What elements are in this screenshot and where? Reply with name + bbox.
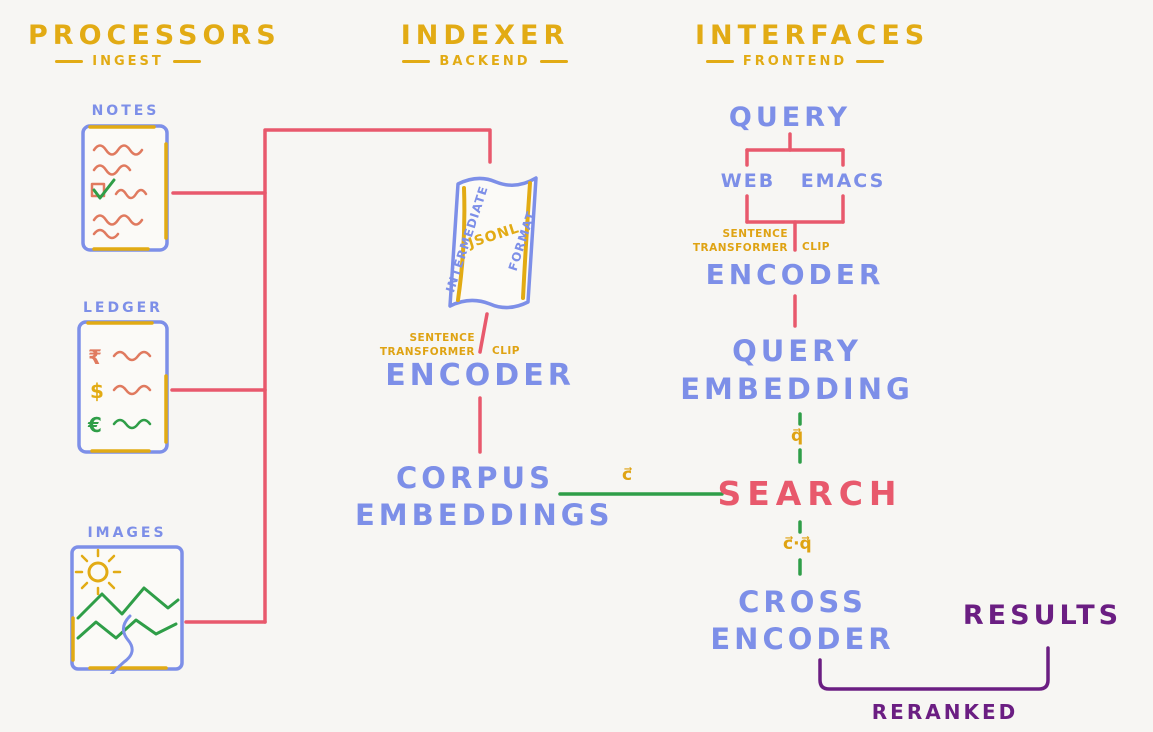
indexer-subtitle: BACKEND (385, 54, 585, 69)
corpus-embeddings-label: CORPUS EMBEDDINGS (355, 460, 609, 534)
cross-encoder-label: CROSS ENCODER (695, 584, 910, 658)
indexer-encoder-model-label: SENTENCE TRANSFORMER (360, 332, 475, 359)
emacs-client-label: EMACS (800, 170, 886, 192)
query-embedding-line2: EMBEDDING (680, 372, 914, 406)
interfaces-encoder-label: ENCODER (705, 258, 885, 291)
rupee-symbol: ₹ (88, 345, 102, 369)
indexer-encoder-label: ENCODER (385, 358, 575, 393)
web-client-label: WEB (720, 170, 776, 192)
cross-encoder-line1: CROSS (738, 585, 867, 619)
indexer-clip-label: CLIP (492, 345, 520, 357)
query-embedding-line1: QUERY (732, 334, 862, 368)
interfaces-model-line1: SENTENCE (722, 228, 788, 240)
query-embedding-label: QUERY EMBEDDING (672, 332, 922, 408)
trunk-to-scroll-arrow (263, 128, 492, 624)
notes-icon (81, 124, 169, 252)
euro-symbol: € (87, 413, 102, 437)
interfaces-encoder-model-label: SENTENCE TRANSFORMER (678, 228, 788, 255)
processors-title: PROCESSORS (28, 20, 281, 51)
query-red-connectors (745, 132, 845, 328)
images-icon (70, 545, 184, 674)
notes-label: NOTES (91, 103, 160, 119)
ledger-icon: ₹ $ € (77, 320, 169, 454)
subtitle-rule-left (402, 60, 431, 63)
interfaces-title: INTERFACES (695, 20, 930, 51)
images-label: IMAGES (87, 525, 167, 541)
corpus-line2: EMBEDDINGS (355, 498, 614, 532)
dot-product-label: c⃗·q⃗ (783, 534, 812, 554)
dollar-symbol: $ (90, 379, 104, 403)
subtitle-rule-right (856, 60, 885, 63)
reranked-label: RERANKED (871, 700, 1019, 724)
processors-subtitle-text: INGEST (92, 54, 164, 69)
query-vector-label: q⃗ (791, 426, 804, 446)
subtitle-rule-left (55, 60, 84, 63)
subtitle-rule-right (539, 60, 568, 63)
jsonl-scroll-icon: INTERMEDIATE JSONL FORMAT (428, 170, 560, 316)
search-green-connectors (558, 412, 802, 576)
indexer-model-line1: SENTENCE (409, 332, 475, 344)
corpus-vector-label: c⃗ (622, 465, 633, 485)
interfaces-model-line2: TRANSFORMER (692, 241, 788, 254)
interfaces-subtitle: FRONTEND (695, 54, 895, 69)
interfaces-clip-label: CLIP (802, 241, 830, 253)
cross-to-results-arrow (818, 646, 1050, 691)
rerank-purple-connector (818, 646, 1050, 691)
indexer-title: INDEXER (400, 20, 570, 51)
corpus-line1: CORPUS (396, 461, 554, 495)
ingest-red-connectors (170, 128, 492, 624)
search-label: SEARCH (717, 474, 903, 513)
indexer-subtitle-text: BACKEND (439, 54, 531, 69)
processors-subtitle: INGEST (28, 54, 228, 69)
query-label: QUERY (728, 102, 852, 133)
cross-encoder-line2: ENCODER (710, 622, 895, 656)
scroll-to-encoder-arrow (478, 312, 489, 354)
results-label: RESULTS (962, 600, 1123, 631)
subtitle-rule-right (172, 60, 201, 63)
ledger-label: LEDGER (83, 300, 163, 316)
indexer-model-line2: TRANSFORMER (379, 345, 475, 358)
subtitle-rule-left (705, 60, 734, 63)
interfaces-subtitle-text: FRONTEND (742, 54, 848, 69)
scroll-shape (448, 176, 538, 310)
